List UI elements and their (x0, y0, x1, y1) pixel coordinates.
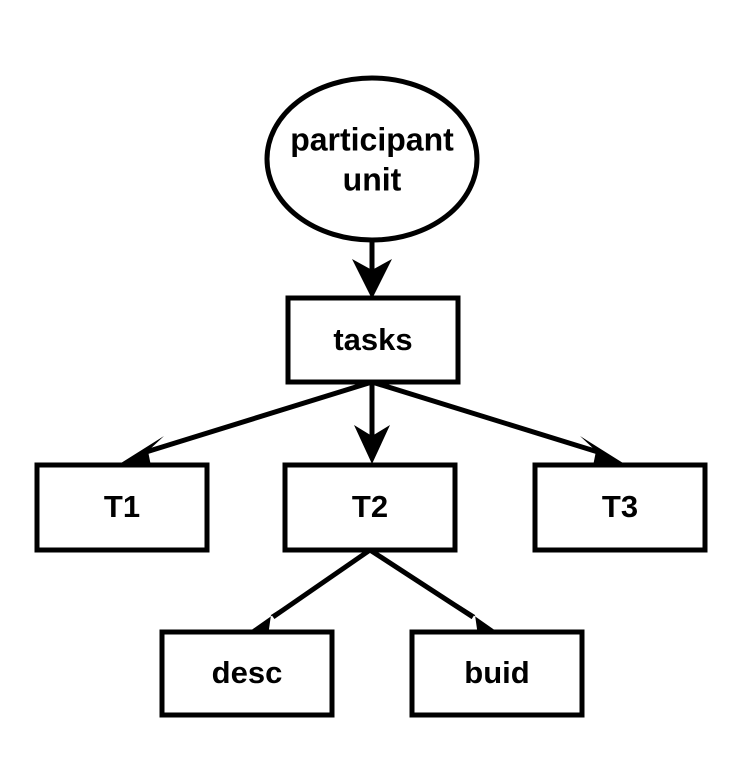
desc-label: desc (212, 655, 283, 690)
edge-tasks-to-t3 (371, 379, 623, 471)
edge-t2-to-desc (250, 547, 372, 636)
node-tasks[interactable]: tasks (285, 295, 461, 385)
node-t2[interactable]: T2 (282, 462, 458, 553)
node-t1[interactable]: T1 (34, 462, 210, 553)
arrowhead-t2-buid (456, 603, 496, 636)
node-participant-unit[interactable]: participant unit (264, 75, 480, 243)
t2-box[interactable] (282, 462, 458, 553)
arrowhead-tasks-t3 (580, 436, 623, 471)
arrowhead-t2-desc (250, 603, 290, 636)
edge-line-tasks-t1 (145, 379, 373, 455)
arrowhead-participant-unit-tasks (352, 259, 392, 299)
t3-box[interactable] (532, 462, 708, 553)
participant-unit-label-line2: unit (343, 161, 402, 197)
node-desc[interactable]: desc (159, 629, 335, 718)
t1-label: T1 (104, 489, 140, 524)
t2-label: T2 (352, 489, 388, 524)
arrowhead-tasks-t1 (121, 436, 164, 471)
t1-box[interactable] (34, 462, 210, 553)
participant-unit-label-line1: participant (290, 121, 454, 157)
edge-tasks-to-t1 (121, 379, 373, 471)
desc-box[interactable] (159, 629, 335, 718)
node-t3[interactable]: T3 (532, 462, 708, 553)
edge-line-t2-desc (271, 547, 372, 620)
tasks-label: tasks (333, 322, 412, 357)
edge-tasks-to-t2 (354, 382, 390, 464)
edge-t2-to-buid (368, 547, 496, 636)
edge-participant-unit-to-tasks (352, 238, 392, 299)
edge-line-tasks-t3 (371, 379, 599, 455)
arrowhead-tasks-t2 (354, 425, 390, 464)
buid-label: buid (464, 655, 529, 690)
tasks-box[interactable] (285, 295, 461, 385)
node-buid[interactable]: buid (409, 629, 585, 718)
buid-box[interactable] (409, 629, 585, 718)
t3-label: T3 (602, 489, 638, 524)
edge-line-t2-buid (368, 547, 475, 620)
participant-unit-ellipse[interactable] (264, 75, 480, 243)
